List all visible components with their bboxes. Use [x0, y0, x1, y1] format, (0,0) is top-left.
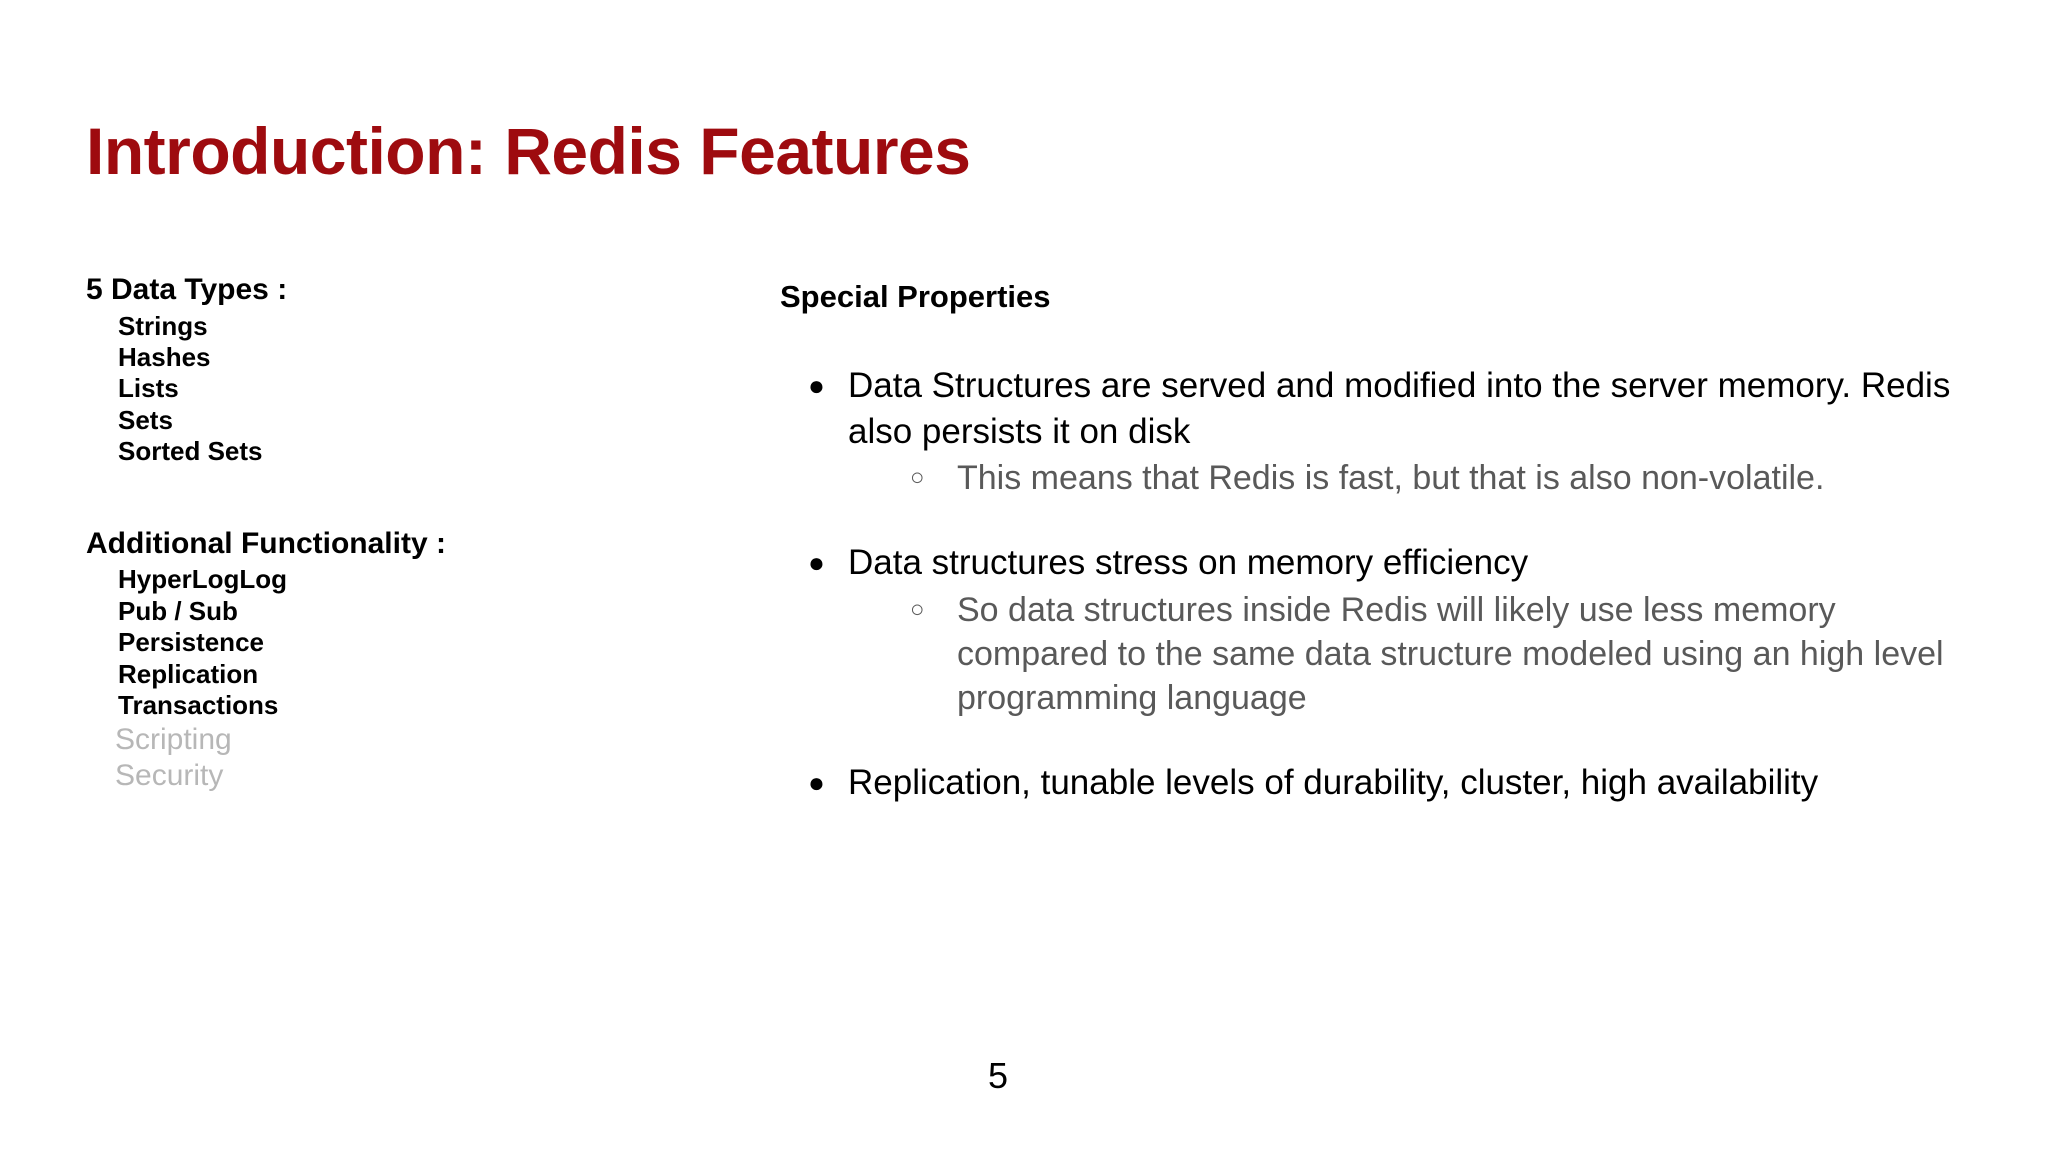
- sub-bullet-text: This means that Redis is fast, but that …: [957, 459, 1825, 498]
- sub-bullet-item: ○ This means that Redis is fast, but tha…: [780, 456, 1995, 500]
- bullet-text: Replication, tunable levels of durabilit…: [848, 763, 1819, 803]
- left-section-heading: 5 Data Types :: [86, 273, 288, 306]
- list-item: Sorted Sets: [118, 436, 263, 467]
- left-section-heading: Additional Functionality :: [86, 526, 446, 560]
- bullet-item: ● Data Structures are served and modifie…: [780, 363, 1995, 454]
- list-item: Strings: [118, 310, 208, 341]
- list-item: Lists: [118, 373, 179, 404]
- sub-bullet-text: So data structures inside Redis will lik…: [957, 590, 1944, 718]
- list-item: Transactions: [118, 690, 279, 721]
- list-item: Persistence: [118, 627, 264, 658]
- bullet-disc-icon: ●: [808, 767, 825, 799]
- bullet-circle-icon: ○: [910, 464, 925, 492]
- bullet-group: ● Replication, tunable levels of durabil…: [780, 760, 1995, 806]
- sub-bullet-item: ○ So data structures inside Redis will l…: [780, 588, 1995, 721]
- left-section-additional-functionality: Additional Functionality : HyperLogLog P…: [86, 524, 566, 794]
- list-item: Security: [115, 758, 224, 792]
- bullet-item: ● Data structures stress on memory effic…: [780, 540, 1995, 586]
- list-item: Hashes: [118, 341, 211, 372]
- page-number: 5: [0, 1058, 2048, 1094]
- list-item: Sets: [118, 404, 173, 435]
- section-spacer: [86, 468, 566, 524]
- bullet-circle-icon: ○: [910, 595, 925, 623]
- list-item: Scripting: [115, 722, 232, 756]
- bullet-disc-icon: ●: [808, 547, 825, 579]
- right-content-column: Special Properties ● Data Structures are…: [780, 278, 1995, 806]
- special-properties-heading: Special Properties: [780, 279, 1051, 314]
- list-item: Replication: [118, 658, 259, 689]
- left-content-column: 5 Data Types : Strings Hashes Lists Sets…: [86, 270, 566, 794]
- list-item: HyperLogLog: [118, 564, 287, 595]
- left-section-data-types: 5 Data Types : Strings Hashes Lists Sets…: [86, 270, 566, 468]
- list-item: Pub / Sub: [118, 595, 238, 626]
- bullet-text: Data Structures are served and modified …: [848, 366, 1951, 451]
- bullet-group: ● Data structures stress on memory effic…: [780, 540, 1995, 720]
- page-title: Introduction: Redis Features: [86, 114, 971, 188]
- bullet-disc-icon: ●: [808, 370, 825, 402]
- bullet-item: ● Replication, tunable levels of durabil…: [780, 760, 1995, 806]
- bullet-group: ● Data Structures are served and modifie…: [780, 363, 1995, 500]
- bullet-text: Data structures stress on memory efficie…: [848, 543, 1529, 583]
- page-number-value: 5: [987, 1055, 1009, 1096]
